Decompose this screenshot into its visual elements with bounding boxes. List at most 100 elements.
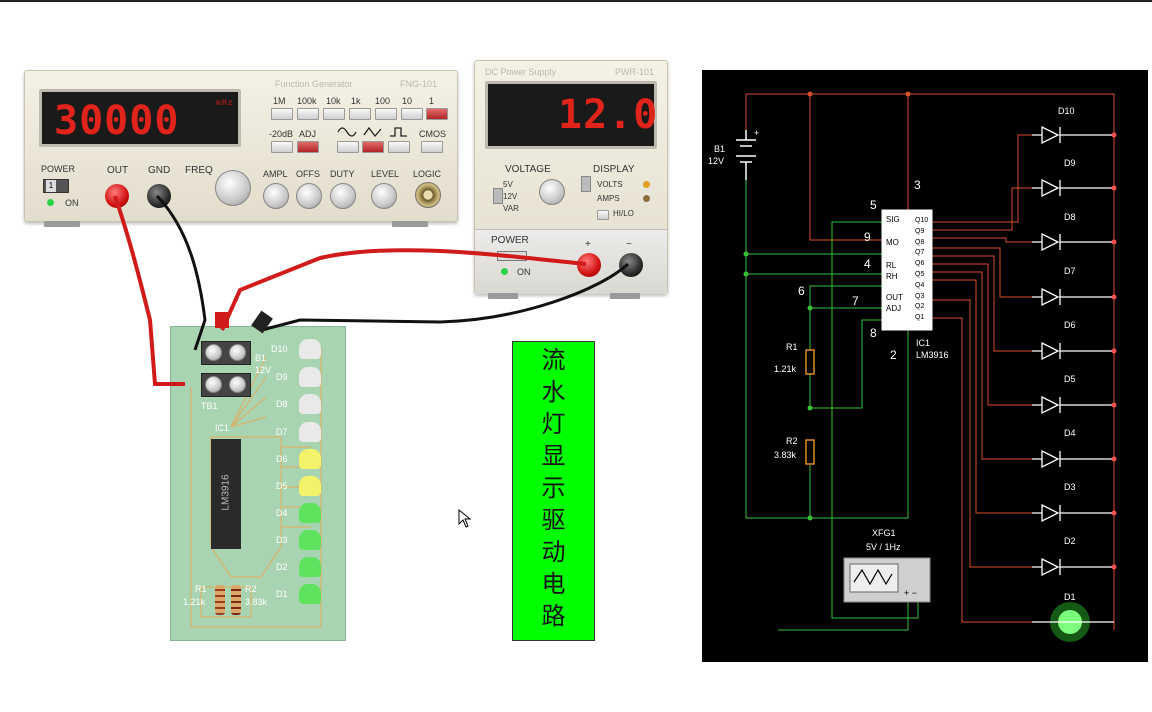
ic-pin-label: RL xyxy=(886,261,897,270)
ps-on-label: ON xyxy=(517,267,531,277)
diode-label: D4 xyxy=(1064,428,1076,438)
ic-pin-label: ADJ xyxy=(886,304,902,313)
ps-volts-label: VOLTS xyxy=(597,180,623,189)
ps-voltage-selector[interactable] xyxy=(493,188,503,204)
fg-range-key-100k[interactable] xyxy=(297,108,319,120)
fg-key-label: 1M xyxy=(273,96,286,106)
fg-display-unit: mHz xyxy=(216,98,234,107)
fg-cmos-key[interactable] xyxy=(421,141,443,153)
pcb-b1-label: B1 xyxy=(255,353,267,363)
pcb-led-d6 xyxy=(299,449,321,469)
ps-power-switch[interactable] xyxy=(497,251,527,261)
pcb-r2-label: R2 xyxy=(245,584,257,594)
ps-display-selector[interactable] xyxy=(581,176,591,192)
dc-power-supply: DC Power Supply PWR-101 12.0 VOLTAGE DIS… xyxy=(474,60,668,294)
fg-display: 30000 mHz xyxy=(39,89,241,147)
fg-power-label: POWER xyxy=(41,164,76,174)
ic-name: IC1 xyxy=(916,338,931,348)
fg-square-key[interactable] xyxy=(388,141,410,153)
ic-right-pins: Q10 Q9 Q8 Q7 Q6 Q5 Q4 Q3 Q2 Q1 xyxy=(915,216,928,324)
fg-level-label: LEVEL xyxy=(371,169,400,179)
square-wave-icon xyxy=(390,127,407,137)
fg-offs-knob[interactable] xyxy=(296,183,322,209)
ic-pin-label: MO xyxy=(886,238,899,247)
diode-label: D1 xyxy=(1064,592,1076,602)
diode-label: D5 xyxy=(1064,374,1076,384)
terminal-screw xyxy=(205,344,222,361)
fg-on-label: ON xyxy=(65,198,79,208)
ps-power-label: POWER xyxy=(491,235,529,246)
fg-range-key-10k[interactable] xyxy=(323,108,345,120)
fg-key-label: -20dB xyxy=(269,129,294,139)
caption-box: 流 水 灯 显 示 驱 动 电 路 xyxy=(512,341,595,641)
fg-ampl-label: AMPL xyxy=(263,169,288,179)
pcb-led-label: D1 xyxy=(276,589,288,599)
pin-number: 2 xyxy=(890,348,897,362)
xfg-name: XFG1 xyxy=(872,528,896,538)
fg-foot-right xyxy=(392,221,428,227)
ic-pin-label: Q1 xyxy=(915,314,925,322)
pin-number: 6 xyxy=(798,284,805,298)
fg-freq-knob[interactable] xyxy=(215,170,251,206)
fg-range-key-1m[interactable] xyxy=(271,108,293,120)
pcb-led-d2 xyxy=(299,557,321,577)
ic-pin-label: Q6 xyxy=(915,260,925,268)
fg-triangle-key[interactable] xyxy=(362,141,384,153)
ic-left-pins: SIG MO RL RH OUT ADJ xyxy=(886,214,903,314)
diode-label: D7 xyxy=(1064,266,1076,276)
ps-var-label: VAR xyxy=(503,204,519,213)
ps-plus-jack[interactable] xyxy=(577,253,601,277)
fg-range-key-1k[interactable] xyxy=(349,108,371,120)
fg-logic-label: LOGIC xyxy=(413,169,442,179)
fg-level-knob[interactable] xyxy=(371,183,397,209)
fg-key-label: 1k xyxy=(351,96,361,106)
pcb-led-label: D10 xyxy=(271,344,288,354)
ps-hilo-key[interactable] xyxy=(597,210,609,220)
fg-attenuate-key[interactable] xyxy=(271,141,293,153)
pcb-led-d5 xyxy=(299,476,321,496)
pcb-led-d3 xyxy=(299,530,321,550)
caption-char: 驱 xyxy=(541,506,566,534)
pin-number: 8 xyxy=(870,326,877,340)
fg-adj-key[interactable] xyxy=(297,141,319,153)
caption-char: 水 xyxy=(541,378,566,406)
ps-display: 12.0 xyxy=(485,81,657,149)
ps-minus-jack[interactable] xyxy=(619,253,643,277)
pcb-led-label: D7 xyxy=(276,427,288,437)
fg-freq-label: FREQ xyxy=(185,165,213,176)
ic-pin-label: Q7 xyxy=(915,249,925,257)
caption-char: 灯 xyxy=(541,410,566,438)
fg-sine-key[interactable] xyxy=(337,141,359,153)
ps-voltage-knob[interactable] xyxy=(539,179,565,205)
fg-ampl-knob[interactable] xyxy=(263,183,289,209)
schematic-wires xyxy=(736,91,1117,642)
lm3916-chip-text: LM3916 xyxy=(220,474,232,511)
diode-label: D3 xyxy=(1064,482,1076,492)
fg-gnd-jack[interactable] xyxy=(147,184,171,208)
r1-label: R1 xyxy=(786,342,798,352)
fg-key-label: 10 xyxy=(402,96,413,106)
fg-range-key-100[interactable] xyxy=(375,108,397,120)
pcb-led-label: D9 xyxy=(276,372,288,382)
fg-range-key-10[interactable] xyxy=(401,108,423,120)
fg-offs-label: OFFS xyxy=(296,169,320,179)
fg-logic-jack[interactable] xyxy=(415,182,441,208)
fg-display-value: 30000 xyxy=(54,98,180,144)
pin-number: 7 xyxy=(852,294,859,308)
triangle-wave-icon xyxy=(363,126,382,138)
pcb-r1-label: R1 xyxy=(195,584,207,594)
fg-gnd-label: GND xyxy=(148,165,171,176)
fg-out-jack[interactable] xyxy=(105,184,129,208)
caption-char: 电 xyxy=(541,570,566,598)
pcb-led-label: D5 xyxy=(276,481,288,491)
fg-power-switch[interactable]: 1 xyxy=(43,179,69,193)
fg-duty-knob[interactable] xyxy=(330,183,356,209)
r2-label: R2 xyxy=(786,436,798,446)
fg-key-label: 10k xyxy=(326,96,341,106)
ic-pin-label: Q9 xyxy=(915,227,925,235)
pcb-r1-value: 1.21k xyxy=(183,597,206,607)
ps-minus-label: − xyxy=(626,239,632,250)
pcb-led-d10 xyxy=(299,339,321,359)
fg-range-key-1[interactable] xyxy=(426,108,448,120)
ps-foot-left xyxy=(488,293,518,299)
